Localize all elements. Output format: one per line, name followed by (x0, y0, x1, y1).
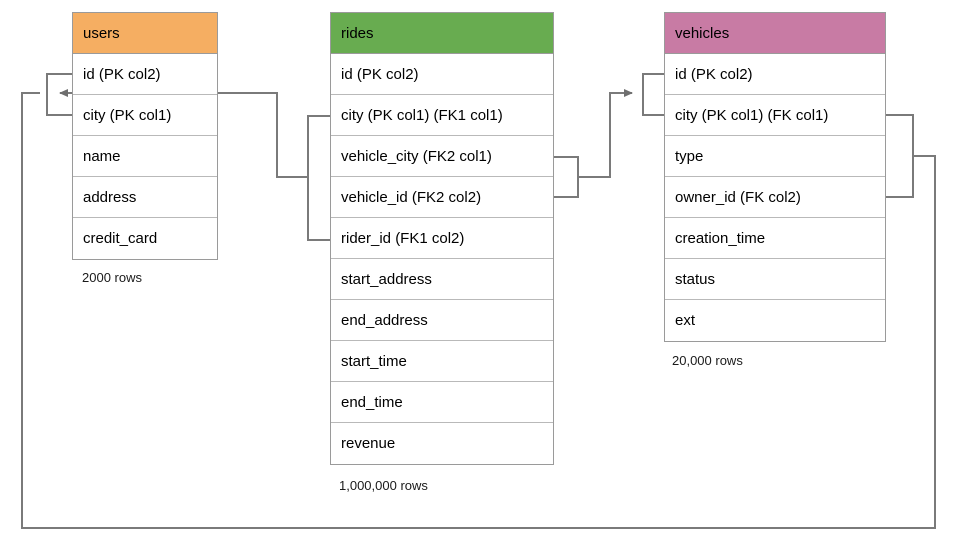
er-table-rides-header: rides (331, 13, 553, 54)
er-column-rides-start-address[interactable]: start_address (331, 259, 553, 300)
er-column-rides-id[interactable]: id (PK col2) (331, 54, 553, 95)
er-column-vehicles-city[interactable]: city (PK col1) (FK col1) (665, 95, 885, 136)
er-column-vehicles-owner-id[interactable]: owner_id (FK col2) (665, 177, 885, 218)
row-count-vehicles: 20,000 rows (672, 353, 743, 368)
er-table-users[interactable]: users id (PK col2) city (PK col1) name a… (72, 12, 218, 260)
er-column-rides-city[interactable]: city (PK col1) (FK1 col1) (331, 95, 553, 136)
connector-vehicles-pk-bracket (642, 73, 664, 116)
er-table-vehicles[interactable]: vehicles id (PK col2) city (PK col1) (FK… (664, 12, 886, 342)
er-table-rides[interactable]: rides id (PK col2) city (PK col1) (FK1 c… (330, 12, 554, 465)
connector-users-pk-bracket (46, 73, 72, 116)
row-count-rides: 1,000,000 rows (339, 478, 428, 493)
er-column-users-address[interactable]: address (73, 177, 217, 218)
row-count-users: 2000 rows (82, 270, 142, 285)
er-column-rides-vehicle-city[interactable]: vehicle_city (FK2 col1) (331, 136, 553, 177)
er-column-vehicles-id[interactable]: id (PK col2) (665, 54, 885, 95)
er-column-rides-end-time[interactable]: end_time (331, 382, 553, 423)
er-column-rides-rider-id[interactable]: rider_id (FK1 col2) (331, 218, 553, 259)
er-column-rides-end-address[interactable]: end_address (331, 300, 553, 341)
er-column-vehicles-status[interactable]: status (665, 259, 885, 300)
er-column-rides-vehicle-id[interactable]: vehicle_id (FK2 col2) (331, 177, 553, 218)
er-column-vehicles-creation-time[interactable]: creation_time (665, 218, 885, 259)
er-column-users-id[interactable]: id (PK col2) (73, 54, 217, 95)
er-column-vehicles-type[interactable]: type (665, 136, 885, 177)
er-column-users-city[interactable]: city (PK col1) (73, 95, 217, 136)
er-column-rides-start-time[interactable]: start_time (331, 341, 553, 382)
er-table-vehicles-header: vehicles (665, 13, 885, 54)
er-table-users-header: users (73, 13, 217, 54)
connector-rides-fk2-to-vehicles (554, 89, 633, 198)
er-column-users-credit-card[interactable]: credit_card (83, 230, 158, 247)
er-column-users-name[interactable]: name (73, 136, 217, 177)
er-column-rides-revenue[interactable]: revenue (341, 435, 396, 452)
er-column-vehicles-ext[interactable]: ext (675, 312, 696, 329)
